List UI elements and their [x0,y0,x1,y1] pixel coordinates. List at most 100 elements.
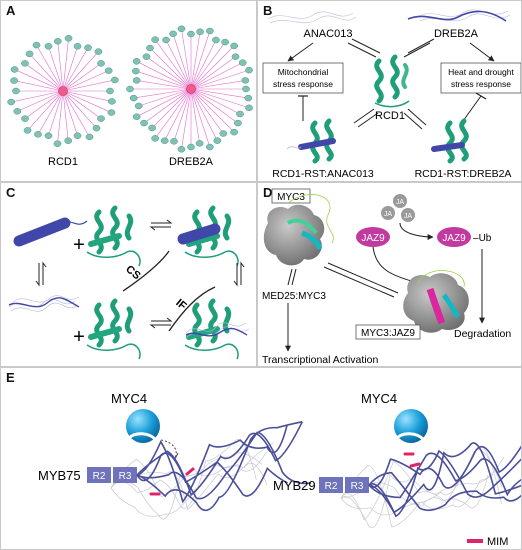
myb29-label: MYB29 [273,478,316,493]
network-edge [37,90,64,135]
network-edge [57,41,64,92]
dreb2a-label: DREB2A [434,28,479,40]
network-node [104,67,113,74]
network-node [132,77,141,84]
myc4-label-right: MYC4 [361,391,397,406]
network-node [10,66,19,73]
myc3-label: MYC3 [277,192,305,203]
network-node [151,135,159,142]
network-edge [190,88,211,148]
network-node [34,131,42,138]
network-edge [136,61,192,90]
network-edge [173,88,192,142]
network-node [206,27,214,35]
network-edge [62,90,102,119]
network-node [25,50,34,58]
network-edge [190,39,217,90]
network-node [219,130,228,137]
network-edge [11,90,64,103]
rst-dreb2a-structure [431,118,469,164]
network-node [13,108,22,115]
network-node [213,137,222,144]
network-edge [146,56,192,90]
network-edge [36,44,64,92]
network-hub [186,84,196,94]
network-edge [190,56,236,90]
network-node [206,143,214,151]
myb75-r3-label: R3 [119,471,132,482]
network-node [132,113,141,120]
myc3-surface [263,194,334,266]
network-edge [29,53,64,92]
network-edge [62,51,99,92]
network-node [44,132,53,139]
network-node [238,59,247,66]
network-node [44,43,53,50]
network-edge [62,47,89,92]
rcd1-hub-label: RCD1 [48,156,78,168]
network-edge [14,69,64,92]
network-edge [190,88,249,99]
network-edge [62,90,112,113]
network-node [241,77,250,84]
network-node [92,124,101,132]
dreb2a-network [126,25,253,153]
network-node [146,44,154,52]
network-edge [190,80,246,90]
network-node [85,133,94,141]
network-edge [190,69,250,90]
complex-bottom [184,298,239,360]
network-node [151,36,159,43]
network-edge [62,46,78,92]
network-edge [135,70,192,90]
plus-bottom: + [73,326,85,348]
network-edge [27,90,64,131]
network-node [10,77,18,84]
network-edge [190,88,239,124]
network-node [187,30,195,38]
network-edge [133,88,192,99]
network-edge [190,88,241,115]
network-edge [190,88,250,109]
network-edge [143,88,192,124]
network-node [21,115,29,122]
network-node [32,41,41,49]
panel-a: A RCD1 DREB2A [0,0,257,182]
if-label: IF [173,297,188,313]
myb29-r3-domain [345,477,369,493]
network-hub [58,86,68,96]
panel-e: E MYC4 MYB75 R2 R3 MYC4 [0,367,522,550]
network-node [7,98,16,106]
network-node [245,104,253,112]
network-node [230,42,238,50]
rcd1-protein-bottom [86,298,141,360]
network-node [140,119,148,127]
myb29-disordered-tail [368,442,521,518]
rst-dreb2a-label: RCD1-RST:DREB2A [415,168,512,180]
panel-c: C + + [0,182,257,367]
ub-label: –Ub [473,233,492,244]
anac013-label: ANAC013 [304,28,353,40]
network-node [236,110,244,118]
network-node [242,85,250,93]
rcd1-network [7,35,119,147]
network-node [234,119,242,127]
network-node [170,138,178,145]
heat-drought-line1: Heat and drought [448,67,514,77]
rst-anac013-structure [286,118,336,164]
myc4-label-left: MYC4 [111,391,147,406]
network-edge [62,90,112,102]
mim-markers [149,452,421,496]
jaz9-label-left: JAZ9 [361,233,385,244]
network-edge [190,88,200,144]
binding-mechanism-scheme: + + [8,205,250,360]
network-node [212,36,220,44]
panel-c-label: C [6,185,16,200]
network-edge [14,80,64,92]
network-edge [136,88,192,117]
network-node [221,38,229,46]
network-node [97,60,105,67]
mim-legend-label: MIM [487,536,508,548]
network-edge [164,88,192,141]
panel-d-label: D [263,185,273,200]
